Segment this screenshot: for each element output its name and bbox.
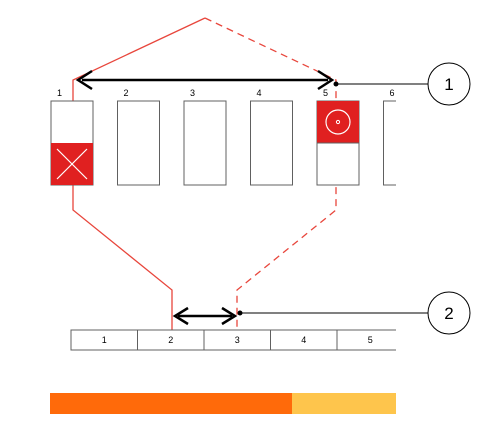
top-slot: 3 <box>183 88 227 186</box>
shift-arrow-top <box>75 69 335 91</box>
target-circle-icon <box>317 101 359 143</box>
top-slot-label: 2 <box>124 88 129 98</box>
callout-1: 1 <box>333 62 471 106</box>
bottom-slot: 1 <box>70 329 138 351</box>
top-slot: 2 <box>117 88 160 186</box>
bottom-slot-label: 5 <box>368 335 373 345</box>
progress-bar <box>50 393 396 414</box>
callout-2: 2 <box>237 291 471 335</box>
shift-arrow-bottom <box>172 306 238 326</box>
top-slot-label: 6 <box>390 88 395 98</box>
bottom-slot-label: 3 <box>235 335 240 345</box>
top-slot-label: 4 <box>257 88 262 98</box>
dashed-path-line <box>204 17 337 330</box>
bottom-slot-frame <box>336 329 396 351</box>
top-slot-frame <box>183 100 227 186</box>
top-slot-label: 1 <box>57 88 62 98</box>
bottom-slot-label: 1 <box>102 335 107 345</box>
progress-bar-done <box>50 393 293 414</box>
solid-path-line <box>72 17 206 330</box>
top-slot-frame <box>117 100 160 186</box>
callout-1-label: 1 <box>444 75 453 94</box>
top-slot-label: 5 <box>323 88 328 98</box>
bottom-slot: 3 <box>203 329 271 351</box>
bottom-slot-row: 1 2 3 4 5 <box>70 329 396 351</box>
top-slot: 6 <box>383 88 396 186</box>
bottom-slot: 5 <box>336 329 396 351</box>
progress-bar-remaining <box>292 393 396 414</box>
top-slot-label: 3 <box>190 88 195 98</box>
bottom-slot-label: 4 <box>301 335 306 345</box>
top-slot-frame <box>250 100 293 186</box>
top-slot: 1 <box>50 88 94 186</box>
bottom-slot: 4 <box>270 329 338 351</box>
top-slot-row: 1 2 3 4 5 6 <box>50 88 396 186</box>
top-slot-frame <box>383 100 396 186</box>
top-slot: 5 <box>316 88 360 186</box>
top-slot: 4 <box>250 88 293 186</box>
bottom-slot-label: 2 <box>168 335 173 345</box>
bottom-slot: 2 <box>137 329 205 351</box>
callout-2-label: 2 <box>444 304 453 323</box>
cross-icon <box>51 143 93 185</box>
